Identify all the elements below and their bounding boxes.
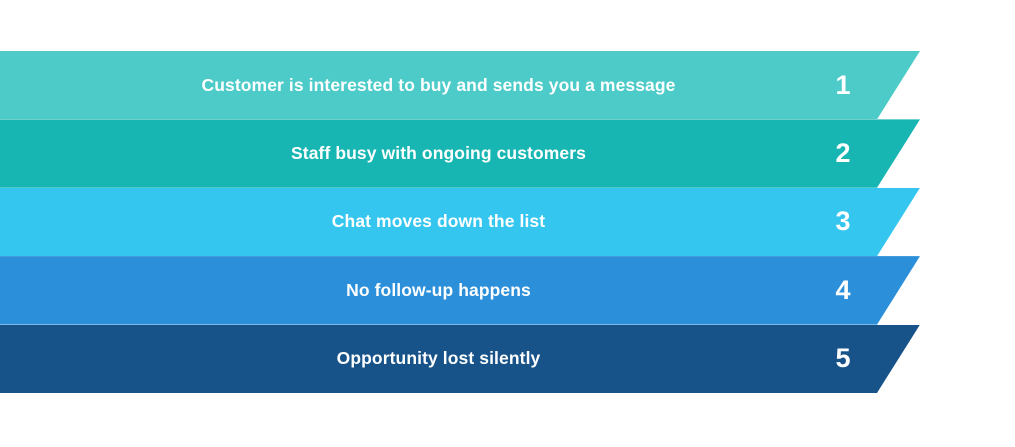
step-row[interactable]: Staff busy with ongoing customers 2 <box>0 119 1015 188</box>
step-row[interactable]: Opportunity lost silently 5 <box>0 324 1015 393</box>
step-row[interactable]: Customer is interested to buy and sends … <box>0 51 1015 120</box>
steps-stack: Customer is interested to buy and sends … <box>0 51 1015 393</box>
step-row[interactable]: Chat moves down the list 3 <box>0 187 1015 257</box>
step-arrow-shape-4 <box>0 256 920 325</box>
step-arrow-shape-2 <box>0 119 920 188</box>
step-arrow-shape-5 <box>0 324 920 393</box>
step-arrow-shape-3 <box>0 187 920 257</box>
step-row[interactable]: No follow-up happens 4 <box>0 256 1015 325</box>
step-arrow-shape-1 <box>0 51 920 120</box>
